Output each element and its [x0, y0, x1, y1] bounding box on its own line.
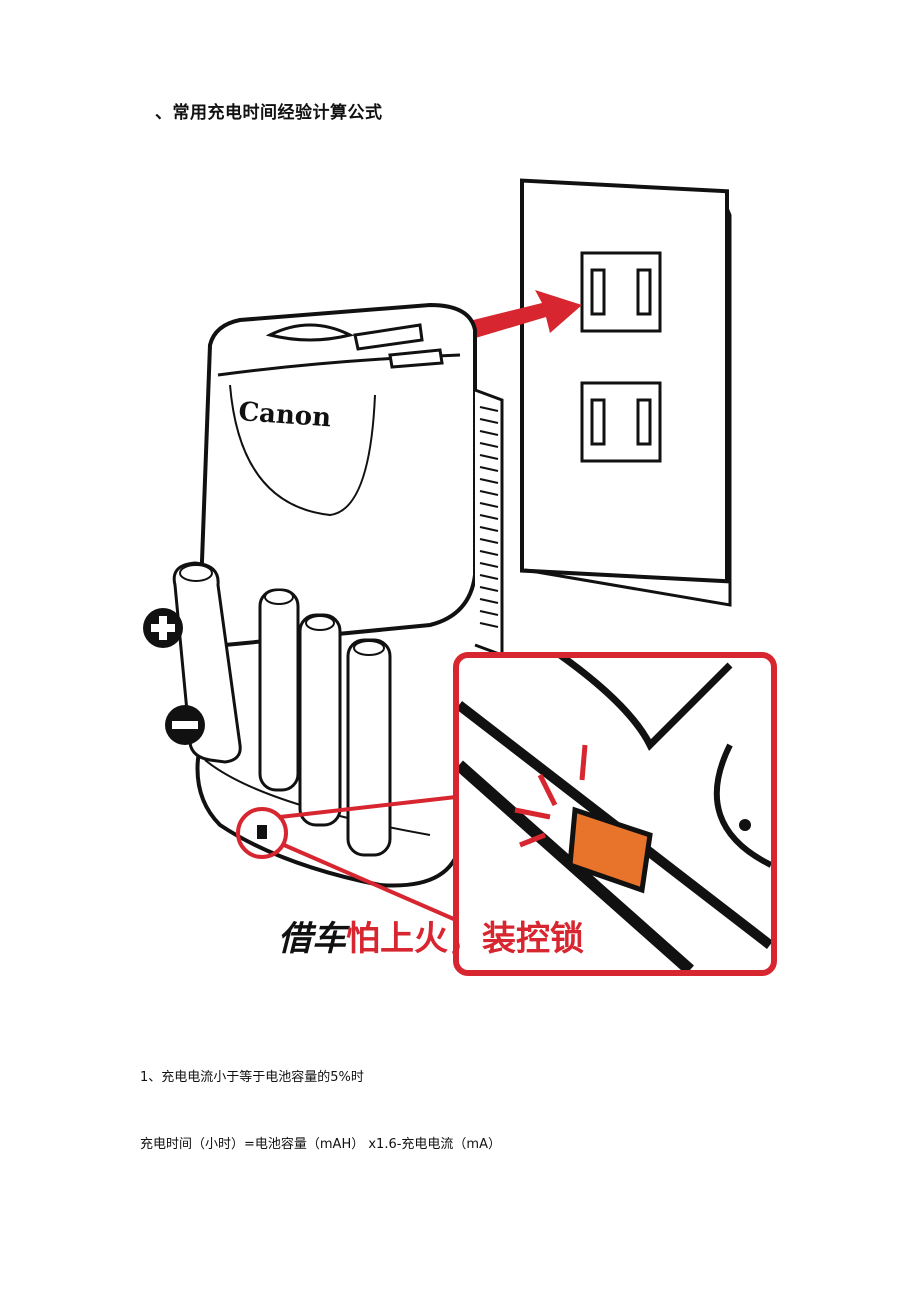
formula-text: 充电时间（小时）=电池容量（mAH） x1.6-充电电流（mA）	[140, 1137, 501, 1152]
battery-1	[258, 588, 300, 792]
battery-3	[346, 638, 392, 857]
socket-top	[580, 251, 662, 333]
charger-illustration: Canon	[143, 178, 777, 976]
minus-sign-icon	[165, 705, 205, 745]
caption-part1: 借车	[278, 919, 351, 959]
plus-sign-icon	[143, 608, 183, 648]
formula-condition: 1、充电电流小于等于电池容量的5%时	[140, 1070, 364, 1085]
section-heading: 、常用充电时间经验计算公式	[155, 103, 383, 123]
brand-logo: Canon	[238, 397, 333, 433]
led-callout	[236, 795, 457, 922]
caption-part2: 怕上火，装控锁	[346, 919, 584, 959]
prongs	[353, 323, 444, 369]
socket-bottom	[580, 381, 662, 463]
zoom-inset	[453, 652, 777, 976]
wall-outlet	[520, 178, 732, 607]
battery-2	[298, 613, 342, 827]
overlay-caption: 借车怕上火，装控锁	[278, 919, 584, 959]
charger-body: Canon	[197, 302, 504, 658]
arrow-icon	[445, 290, 582, 345]
